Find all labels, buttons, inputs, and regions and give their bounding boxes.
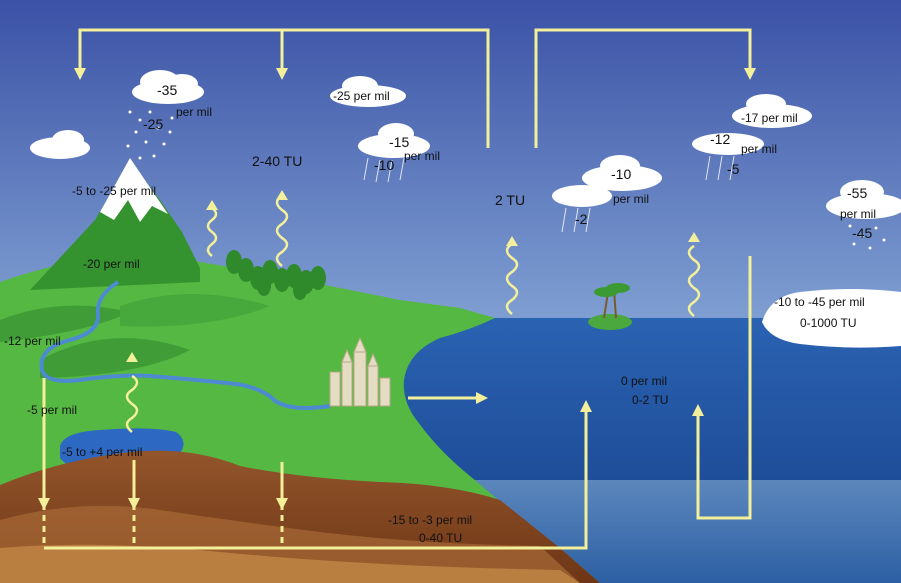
label-ground-tu: 0-40 TU [419, 531, 463, 545]
cloud-mid [358, 123, 430, 158]
label-tu-ocean-air: 2 TU [495, 192, 526, 208]
hill-2 [40, 338, 190, 378]
aquifer-band [0, 544, 580, 583]
cloud-upper-mid [330, 76, 406, 107]
cloud-ocean-2 [692, 94, 812, 155]
ice-shelf [762, 289, 901, 348]
label-cloud-far-top: -55 [847, 185, 868, 201]
mountain-snow [100, 158, 168, 222]
label-per-mil-e: per mil [840, 207, 877, 221]
label-cloud-mid-top: -15 [389, 134, 410, 150]
island [588, 283, 632, 330]
rainfall [363, 155, 735, 233]
label-snow-value: -25 [143, 116, 164, 132]
label-tu-air: 2-40 TU [252, 153, 303, 169]
label-per-mil-c: per mil [613, 192, 650, 206]
label-mountain-snow: -5 to -25 per mil [72, 184, 157, 198]
label-cloud-left-top: -35 [157, 82, 178, 98]
label-per-mil-d: per mil [741, 142, 778, 156]
river [39, 280, 331, 410]
label-mountain-slope: -20 per mil [83, 257, 140, 271]
flow-arrowheads [38, 68, 756, 510]
label-cloud-ocean-1-top: -10 [611, 166, 632, 182]
label-ice-tu: 0-1000 TU [800, 316, 857, 330]
label-ocean-permil: 0 per mil [621, 374, 668, 388]
hill-3 [120, 294, 270, 327]
cloud-far-right [826, 180, 901, 219]
evaporation-arrowheads [126, 190, 700, 362]
label-cloud-ocean-2-b: -12 [710, 131, 731, 147]
cloud-small-left [30, 130, 90, 159]
label-per-mil-a: per mil [176, 105, 213, 119]
label-lake: -5 to +4 per mil [62, 445, 143, 459]
label-per-mil-b: per mil [404, 149, 441, 163]
flow-dashed [42, 504, 284, 548]
label-cloud-far-bottom: -45 [852, 225, 873, 241]
flow-lines [42, 28, 752, 550]
label-river-lower: -5 per mil [27, 403, 78, 417]
mountain [30, 160, 200, 290]
label-cloud-ocean-2-a: -17 per mil [741, 111, 798, 125]
cloud-mountain [132, 70, 204, 104]
label-river-upper: -12 per mil [4, 334, 61, 348]
label-ice-range: -10 to -45 per mil [774, 295, 865, 309]
evaporation-arrows [125, 194, 701, 433]
label-ground-permil: -15 to -3 per mil [388, 513, 473, 527]
cloud-ocean-1 [552, 155, 662, 207]
label-cloud-ocean-2-c: -5 [727, 161, 740, 177]
label-ocean-tu: 0-2 TU [632, 393, 669, 407]
snowfall [126, 110, 886, 250]
label-cloud-mid-bottom: -10 [374, 157, 395, 173]
forest [226, 250, 326, 300]
clouds [30, 70, 901, 219]
label-cloud-ocean-1-bottom: -2 [575, 211, 588, 227]
label-cloud-upper-mid: -25 per mil [333, 89, 390, 103]
city [329, 336, 391, 407]
